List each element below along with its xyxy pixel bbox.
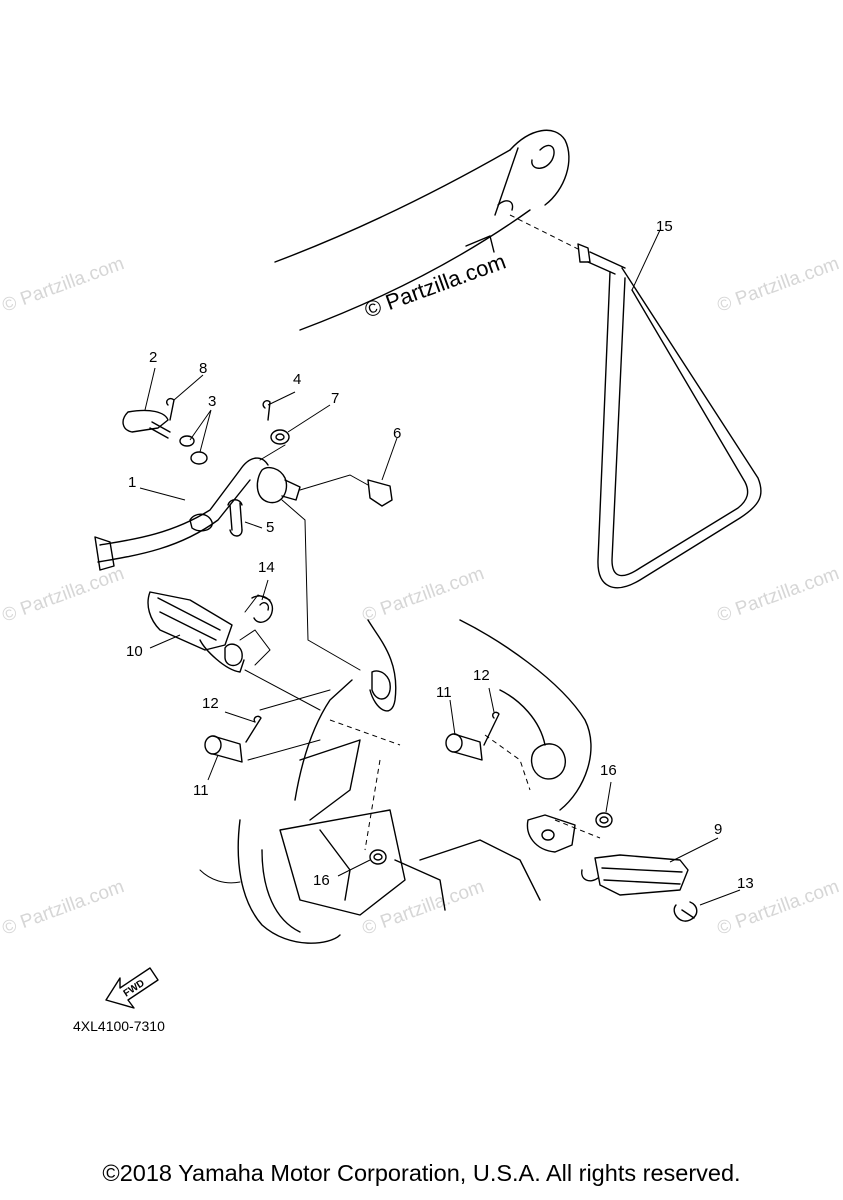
callout-6: 6 — [393, 425, 401, 442]
callout-labels: 1 2 3 4 5 6 7 8 9 10 11 11 12 12 13 14 1… — [126, 218, 754, 892]
right-footrest — [337, 781, 741, 922]
callout-15: 15 — [656, 218, 673, 235]
watermark-text: © Partzilla.com — [0, 563, 127, 627]
frame-outline-lower — [199, 619, 601, 944]
callout-16a: 16 — [600, 762, 617, 779]
watermark-text: © Partzilla.com — [715, 563, 842, 627]
watermark-text: © Partzilla.com — [360, 876, 487, 940]
watermark-text: © Partzilla.com — [360, 563, 487, 627]
callout-14: 14 — [258, 559, 275, 576]
fwd-arrow: FWD — [105, 967, 159, 1009]
diagram-code: 4XL4100-7310 — [73, 1018, 165, 1034]
callout-3: 3 — [208, 393, 216, 410]
callout-5: 5 — [266, 519, 274, 536]
callout-10: 10 — [126, 643, 143, 660]
bolts-and-pins — [204, 687, 500, 781]
callout-7: 7 — [331, 390, 339, 407]
copyright-notice: ©2018 Yamaha Motor Corporation, U.S.A. A… — [102, 1160, 741, 1186]
callout-16b: 16 — [313, 872, 330, 889]
callout-13: 13 — [737, 875, 754, 892]
watermark-text: © Partzilla.com — [715, 253, 842, 317]
callout-1: 1 — [128, 474, 136, 491]
callout-12a: 12 — [202, 695, 219, 712]
side-stand — [509, 214, 762, 589]
watermark-text: © Partzilla.com — [715, 876, 842, 940]
brake-pedal-assembly — [94, 367, 398, 671]
callout-9: 9 — [714, 821, 722, 838]
callout-11b: 11 — [436, 684, 452, 701]
callout-8: 8 — [199, 360, 207, 377]
left-footrest — [147, 579, 321, 711]
callout-2: 2 — [149, 349, 157, 366]
callout-4: 4 — [293, 371, 301, 388]
callout-11a: 11 — [193, 782, 209, 799]
frame-outline-top — [274, 129, 570, 331]
watermark-text: © Partzilla.com — [0, 876, 127, 940]
callout-12b: 12 — [473, 667, 490, 684]
watermark-text: © Partzilla.com — [0, 253, 127, 317]
main-watermark: © Partzilla.com — [361, 249, 509, 323]
